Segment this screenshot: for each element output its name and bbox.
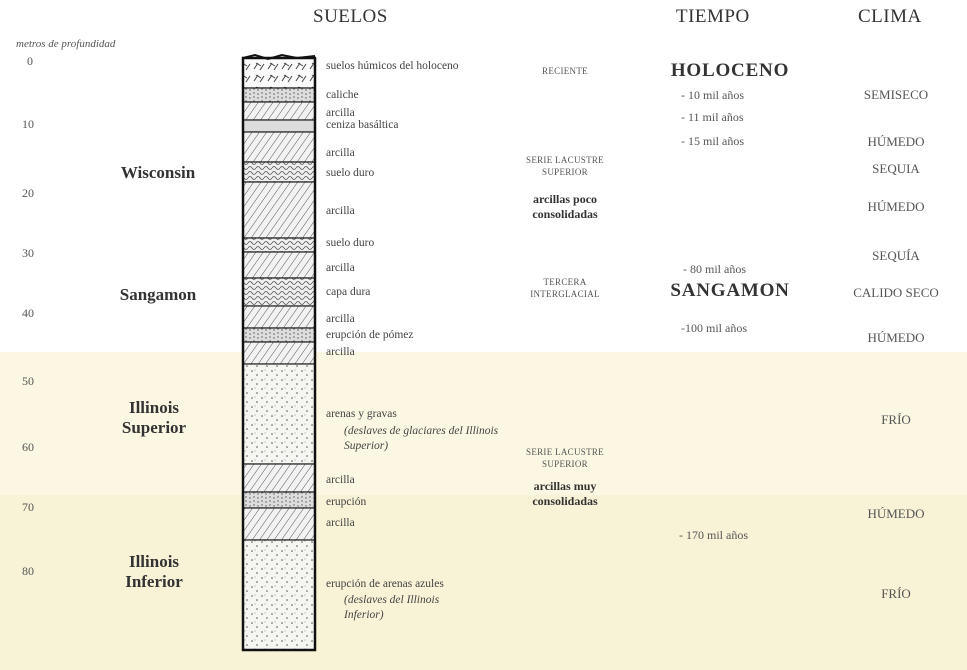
layer-clay-7 [243,464,315,492]
clima-entry: FRÍO [826,412,966,428]
layer-label: suelo duro [326,237,374,250]
series-lacustre-superior-2: SERIE LACUSTRE SUPERIOR [510,446,620,470]
tiempo-entry: - 80 mil años [683,262,746,277]
layer-clay-5 [243,306,315,328]
clima-entry: FRÍO [826,586,966,602]
clima-entry: HÚMEDO [826,199,966,215]
layer-label: arcilla [326,262,355,275]
layer-hardpan [243,278,315,306]
layer-label: arcilla [326,517,355,530]
clima-entry: HÚMEDO [826,506,966,522]
layer-label: erupción de pómez [326,329,414,342]
layer-caliche [243,88,315,102]
layer-clay-2 [243,132,315,162]
layer-clay-4 [243,252,315,278]
column-layers [243,58,315,650]
layer-label: suelo duro [326,167,374,180]
layer-label: arcilla [326,147,355,160]
layer-label: arcilla [326,205,355,218]
tiempo-entry: - 170 mil años [679,528,748,543]
layer-clay-6 [243,342,315,364]
layer-pumice [243,328,315,342]
layer-note: (deslaves de glaciares del Illinois Supe… [344,424,514,454]
layer-label: capa dura [326,286,370,299]
layer-label: erupción [326,496,366,509]
layer-clay-3 [243,182,315,238]
tiempo-holoceno: HOLOCENO [645,60,815,82]
tiempo-entry: - 15 mil años [681,134,744,149]
layer-hard-2 [243,238,315,252]
layer-label: arcilla [326,313,355,326]
series-lacustre-superior: SERIE LACUSTRE SUPERIOR [510,154,620,178]
layer-label: ceniza basáltica [326,119,398,132]
layer-label: arcilla [326,346,355,359]
tiempo-sangamon: SANGAMON [645,280,815,302]
layer-label: arenas y gravas [326,408,397,421]
layer-eruption [243,492,315,508]
series-tercera-interglacial: TERCERA INTERGLACIAL [510,276,620,300]
layer-ash [243,120,315,132]
series-arcillas-poco: arcillas poco consolidadas [515,192,615,222]
tiempo-entry: - 10 mil años [681,88,744,103]
layer-note: (deslaves del Illinois Inferior) [344,593,454,623]
layer-humic [243,58,315,88]
clima-entry: SEQUIA [826,161,966,177]
layer-blue-sand [243,540,315,650]
layer-hard-1 [243,162,315,182]
series-arcillas-muy: arcillas muy consolidadas [515,479,615,509]
clima-entry: HÚMEDO [826,330,966,346]
layer-sand-gravel [243,364,315,464]
clima-entry: CALIDO SECO [826,285,966,301]
tiempo-entry: -100 mil años [681,321,747,336]
layer-label: arcilla [326,474,355,487]
series-reciente: RECIENTE [500,65,630,77]
clima-entry: HÚMEDO [826,134,966,150]
layer-label: caliche [326,89,359,102]
layer-label: erupción de arenas azules [326,578,444,591]
tiempo-entry: - 11 mil años [681,110,744,125]
layer-label: suelos húmicos del holoceno [326,60,459,73]
clima-entry: SEMISECO [826,87,966,103]
layer-clay-8 [243,508,315,540]
clima-entry: SEQUÍA [826,248,966,264]
layer-clay-1 [243,102,315,120]
